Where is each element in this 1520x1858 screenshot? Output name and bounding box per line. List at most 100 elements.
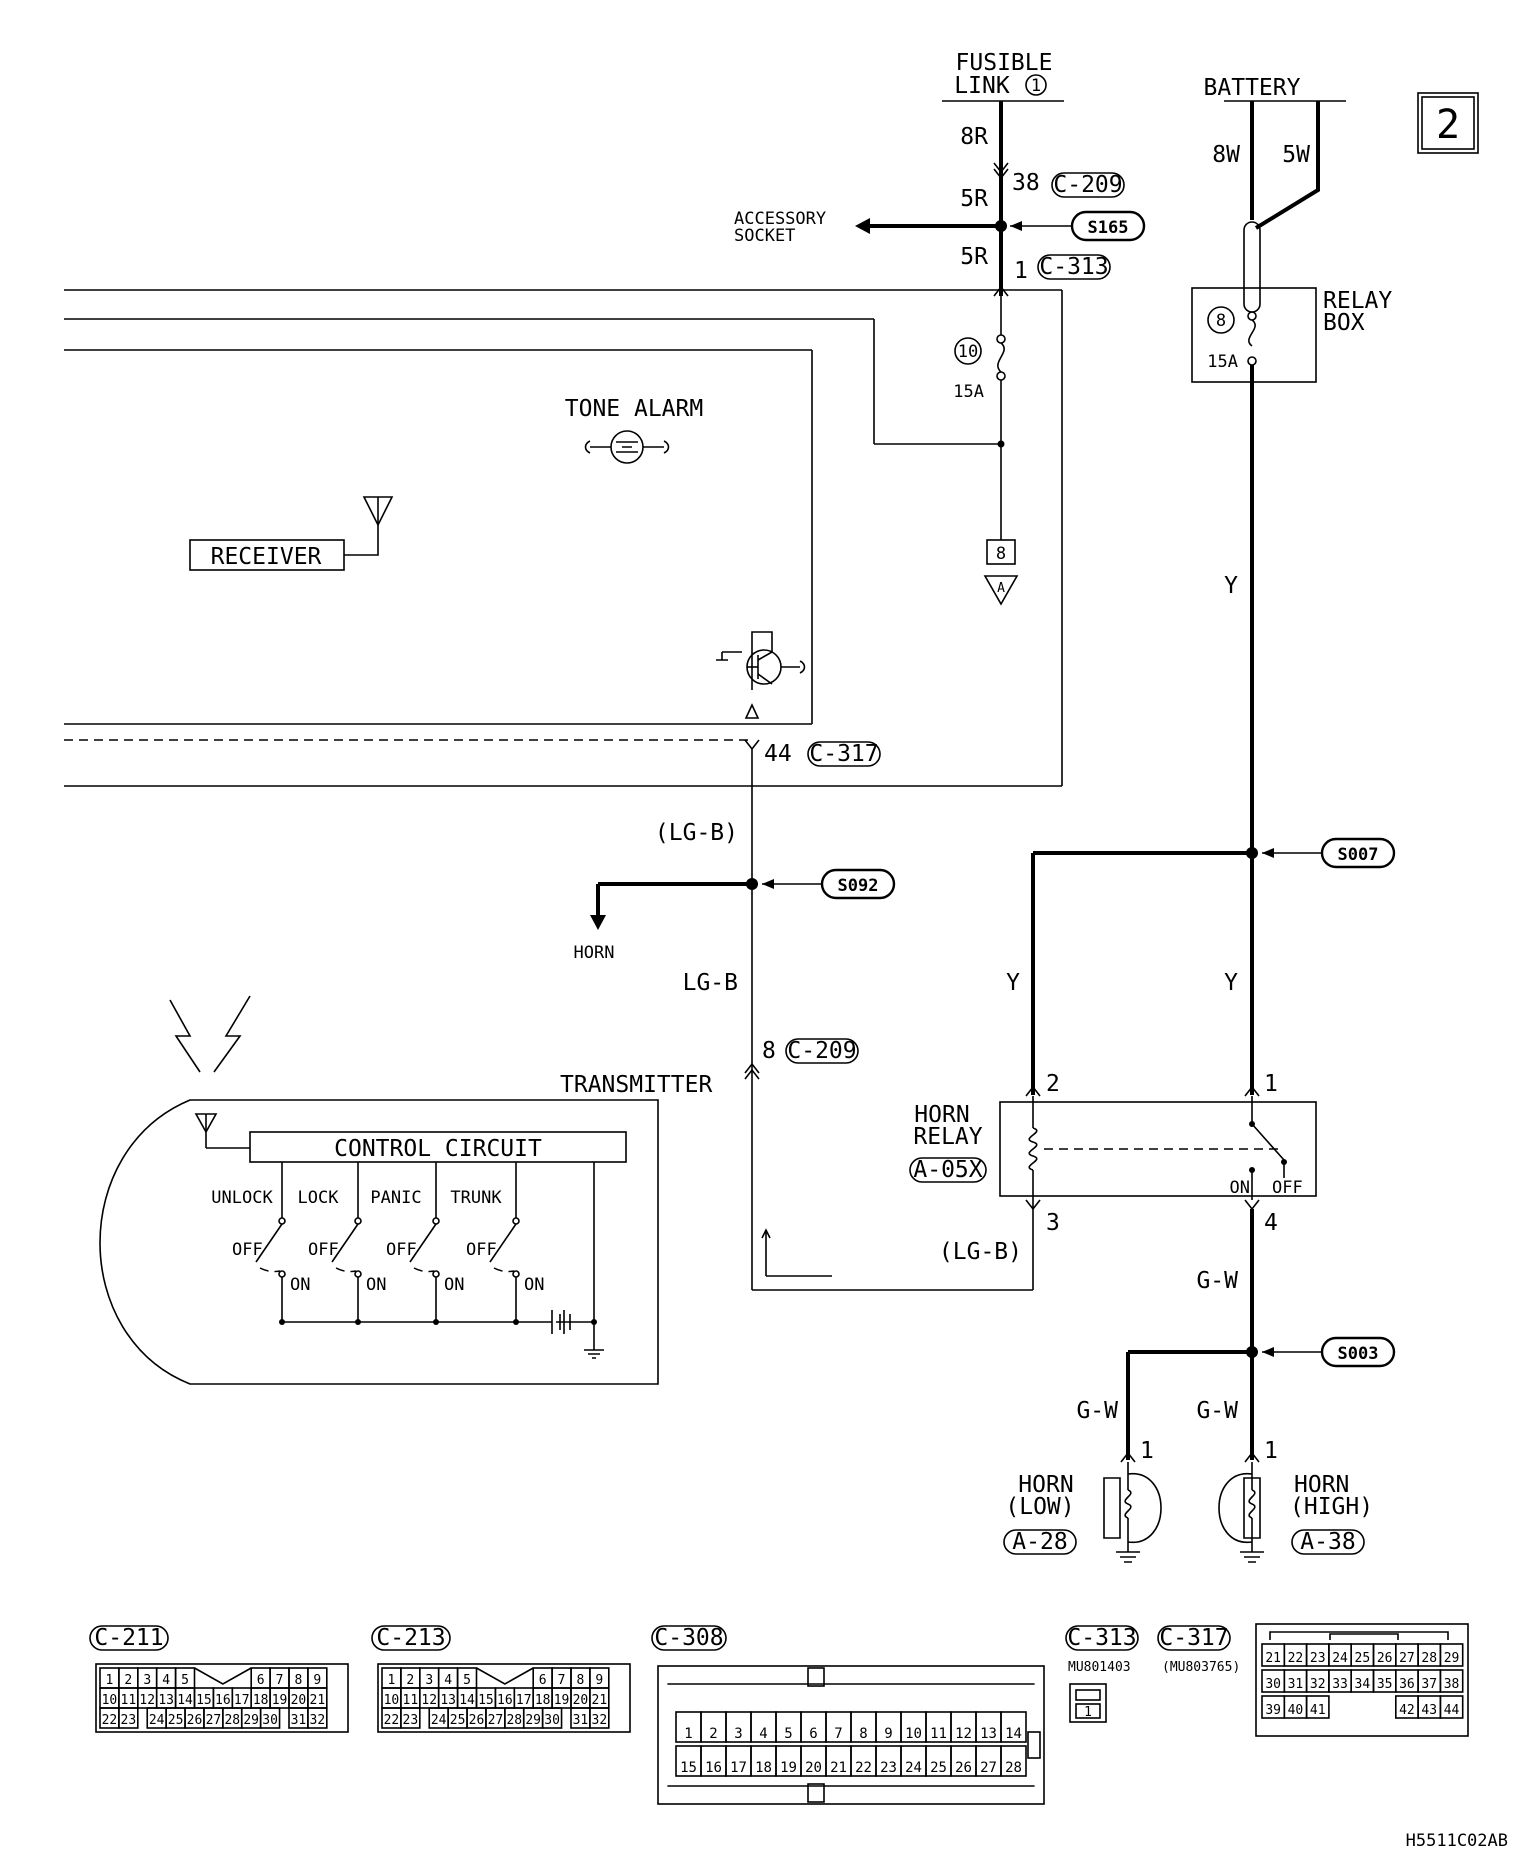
fusible-link-source: FUSIBLE LINK 1 (942, 50, 1064, 102)
pin-cell: 41 (1310, 1703, 1326, 1718)
pin-cell: 21 (830, 1760, 847, 1776)
pin-cell: 3 (734, 1726, 742, 1742)
pin-cell: 17 (516, 1693, 532, 1708)
pin-cell: 32 (310, 1713, 326, 1728)
fusible-link-number: 1 (1031, 76, 1041, 96)
horn-branch-arrow (590, 915, 606, 930)
transistor-icon (716, 631, 806, 719)
pin-1-c313: 1 (1014, 258, 1028, 284)
control-circuit-label: CONTROL CIRCUIT (334, 1136, 542, 1162)
horn-relay-label-2: RELAY (913, 1124, 982, 1150)
fuse-8-number: 8 (1216, 311, 1226, 331)
pin-cell: 3 (425, 1673, 433, 1688)
pin-cell: 31 (291, 1713, 307, 1728)
pin-cell: 5 (784, 1726, 792, 1742)
receiver-antenna-icon (344, 496, 394, 556)
pin-cell: 8 (577, 1673, 585, 1688)
wire-label-5r-a: 5R (960, 186, 988, 212)
connector-part-number: MU801403 (1068, 1660, 1131, 1675)
pin-cell: 13 (440, 1693, 456, 1708)
pin-cell: 12 (139, 1693, 155, 1708)
pin-cell: 29 (1444, 1651, 1460, 1666)
pin-cell: 19 (780, 1760, 797, 1776)
transmitter-frame (99, 1099, 659, 1385)
pin-cell: 25 (1355, 1651, 1371, 1666)
relay-pin-4: 4 (1264, 1210, 1278, 1236)
accessory-socket-label-2: SOCKET (734, 226, 795, 246)
horn-relay-frame (999, 1101, 1317, 1197)
pin-cell: 18 (535, 1693, 551, 1708)
pin-cell: 30 (544, 1713, 560, 1728)
connector-ref-a28 (1003, 1529, 1077, 1555)
page-number-box: 2 (1417, 92, 1479, 154)
pin-cell: 2 (124, 1673, 132, 1688)
svg-text:8: 8 (996, 544, 1006, 564)
pin-cell: 38 (1444, 1677, 1460, 1692)
pin-cell: 4 (162, 1673, 170, 1688)
pin-cell: 4 (444, 1673, 452, 1688)
pin-cell: 1 (1084, 1705, 1092, 1720)
fuse-10-number: 10 (958, 342, 978, 362)
figure-code: H5511C02AB (1406, 1831, 1508, 1851)
battery-label: BATTERY (1204, 75, 1301, 101)
relay-contact (1251, 1123, 1285, 1161)
pin-8-c209: 8 (762, 1038, 776, 1064)
pin-cell: 3 (143, 1673, 151, 1688)
pin-cell: 34 (1355, 1677, 1371, 1692)
pin-cell: 42 (1399, 1703, 1415, 1718)
connector-view-title: C-211 (94, 1625, 163, 1651)
horn-branch-label: HORN (574, 943, 615, 963)
pin-cell: 20 (573, 1693, 589, 1708)
receiver-label: RECEIVER (211, 544, 322, 570)
relay-pin-3: 3 (1046, 1210, 1060, 1236)
pin-cell: 13 (158, 1693, 174, 1708)
connector-ref-a05x (909, 1157, 987, 1183)
svg-text:A-05X: A-05X (913, 1157, 982, 1183)
wire-label-5w: 5W (1282, 142, 1310, 168)
tone-alarm-label: TONE ALARM (565, 396, 703, 422)
pin-cell: 9 (884, 1726, 892, 1742)
pin-cell: 39 (1265, 1703, 1281, 1718)
pin-cell: 18 (755, 1760, 772, 1776)
pin-cell: 16 (215, 1693, 231, 1708)
relay-box-label-1: RELAY (1323, 288, 1392, 314)
switch-label: LOCK (298, 1188, 340, 1208)
accessory-socket-label-1: ACCESSORY (734, 209, 826, 229)
pin-cell: 24 (905, 1760, 922, 1776)
horn-low-icon (1127, 1473, 1162, 1543)
pin-cell: 5 (463, 1673, 471, 1688)
pin-cell: 20 (291, 1693, 307, 1708)
horn-low: 1 HORN (LOW) A-28 (1003, 1438, 1162, 1563)
pin-cell: 32 (592, 1713, 608, 1728)
connector-view-title: C-317 (1159, 1625, 1228, 1651)
switch-on-label: ON (444, 1275, 464, 1295)
splice-s092 (820, 868, 896, 900)
pin-cell: 1 (684, 1726, 692, 1742)
wire-label-y-2: Y (1006, 970, 1020, 996)
connector-ref-c313 (1037, 254, 1111, 280)
svg-text:A-28: A-28 (1012, 1529, 1067, 1555)
pin-cell: 35 (1377, 1677, 1393, 1692)
fuse-10-element (997, 342, 1005, 373)
pin-cell: 24 (1332, 1651, 1348, 1666)
pin-cell: 1 (106, 1673, 114, 1688)
pin-cell: 22 (384, 1713, 400, 1728)
pin-cell: 36 (1399, 1677, 1415, 1692)
svg-text:C-317: C-317 (809, 741, 878, 767)
pin-cell: 27 (488, 1713, 504, 1728)
pin-cell: 19 (554, 1693, 570, 1708)
pin-cell: 11 (403, 1693, 419, 1708)
horn-relay: 2 1 ON OFF 3 4 HORN RELAY A-05X (909, 1071, 1317, 1236)
svg-text:A: A (997, 581, 1005, 596)
pin-cell: 37 (1421, 1677, 1437, 1692)
pin-cell: 27 (1399, 1651, 1415, 1666)
connector-chevron-c313 (993, 285, 1009, 297)
pin-cell: 23 (1310, 1651, 1326, 1666)
pin-cell: 22 (102, 1713, 118, 1728)
